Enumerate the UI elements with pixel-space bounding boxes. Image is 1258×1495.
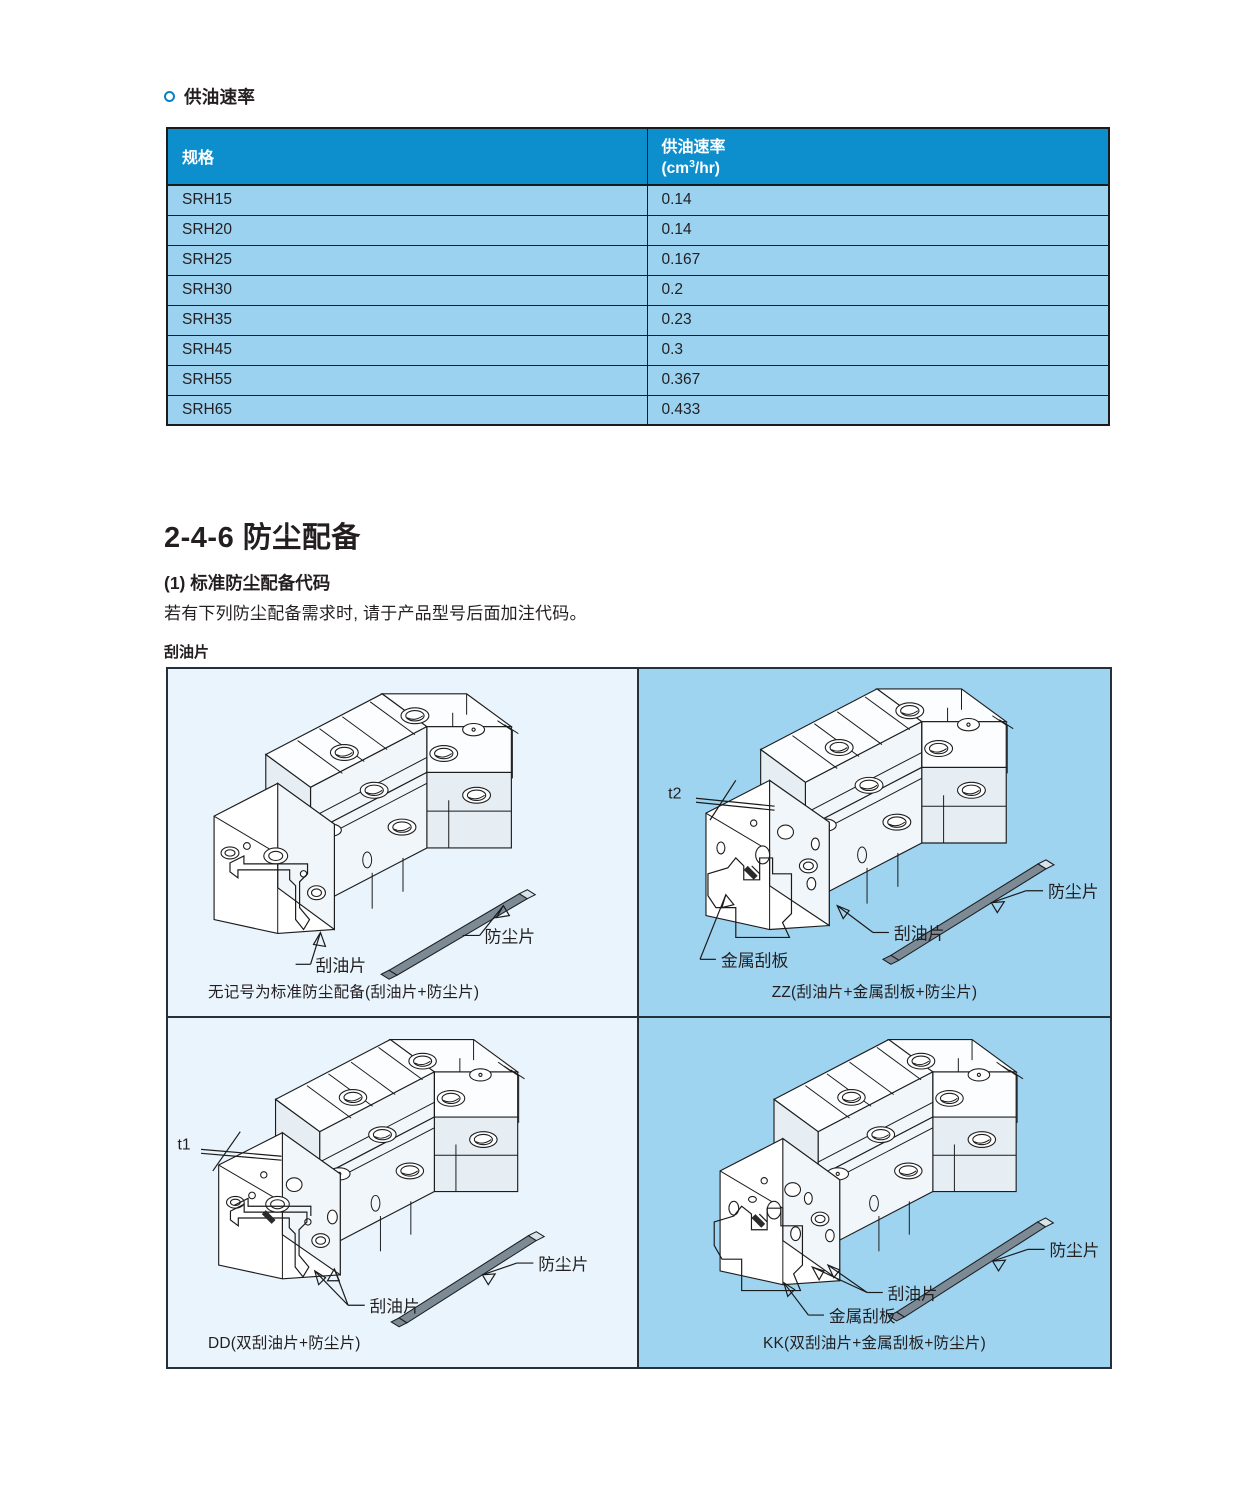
dust-seal-strip	[390, 1231, 546, 1328]
cell-rate: 0.23	[646, 304, 1110, 336]
column-header-rate-label: 供油速率	[661, 139, 726, 157]
figure-drawing-dd: t1 防尘片 刮油片	[168, 1018, 637, 1367]
figure-caption-zz: ZZ(刮油片+金属刮板+防尘片)	[771, 984, 978, 1001]
cell-model: SRH35	[166, 304, 648, 336]
dimension-label-t1: t1	[178, 1136, 191, 1153]
figure-panel-standard: 防尘片 刮油片 无记号为标准防尘配备(刮油片+防尘片)	[168, 669, 639, 1018]
metal-scraper-callout-group: 金属刮板	[782, 1281, 896, 1326]
dust-seal-callout-group: 防尘片	[990, 883, 1099, 914]
section-bullet-title: 供油速率	[184, 87, 256, 107]
oil-scraper-callout-label: 刮油片	[894, 924, 945, 943]
cell-model: SRH30	[166, 274, 648, 306]
linear-guide-block-isometric	[213, 693, 537, 980]
figure-drawing-zz: t2 防尘片	[639, 669, 1110, 1016]
dust-seal-strip-group	[881, 859, 1056, 965]
dust-protection-figure-grid: 防尘片 刮油片 无记号为标准防尘配备(刮油片+防尘片)	[166, 667, 1112, 1369]
end-cap-plate	[213, 782, 335, 935]
subsection-heading: (1) 标准防尘配备代码	[164, 573, 331, 593]
cell-model: SRH25	[166, 244, 648, 276]
table-header-row: 规格 供油速率 (cm3/hr)	[166, 127, 1110, 186]
column-header-model-label: 规格	[182, 149, 215, 167]
metal-scraper-plate	[707, 857, 793, 939]
metal-scraper-plate	[713, 1205, 804, 1292]
cell-rate: 0.14	[646, 184, 1110, 216]
metal-scraper-callout-group: 金属刮板	[699, 893, 789, 970]
oil-scraper-callout-label: 刮油片	[370, 1297, 420, 1316]
cell-model: SRH15	[166, 184, 648, 216]
dust-seal-callout-group: 防尘片	[462, 904, 536, 946]
dust-seal-callout-label: 防尘片	[538, 1255, 588, 1274]
cell-model: SRH45	[166, 334, 648, 366]
column-header-model: 规格	[166, 127, 648, 186]
figure-caption-kk: KK(双刮油片+金属刮板+防尘片)	[762, 1335, 986, 1352]
thickness-dimension-t1: t1	[178, 1131, 282, 1172]
linear-guide-block-isometric	[705, 688, 1014, 939]
dust-seal-callout-group: 防尘片	[991, 1241, 1099, 1273]
figure-drawing-kk: 防尘片 刮油片 金属刮板	[639, 1018, 1110, 1367]
cell-rate: 0.167	[646, 244, 1110, 276]
oil-scraper-callout-group: 刮油片	[811, 1263, 938, 1303]
cell-rate: 0.2	[646, 274, 1110, 306]
cell-rate: 0.14	[646, 214, 1110, 246]
oil-scraper-part	[229, 854, 311, 931]
figure-panel-zz: t2 防尘片	[639, 669, 1110, 1018]
body-paragraph: 若有下列防尘配备需求时, 请于产品型号后面加注代码。	[164, 604, 587, 623]
dust-seal-strip	[887, 1217, 1055, 1322]
oil-scraper-callout-label: 刮油片	[888, 1284, 938, 1303]
section-bullet-heading: 供油速率	[164, 84, 255, 109]
oil-scraper-callout-group: 刮油片	[313, 1267, 420, 1316]
dimension-label-t2: t2	[668, 785, 681, 802]
linear-guide-block-isometric	[218, 1038, 546, 1328]
dust-seal-strip	[380, 889, 537, 980]
cell-model: SRH55	[166, 364, 648, 396]
figure-caption-standard: 无记号为标准防尘配备(刮油片+防尘片)	[208, 984, 480, 1001]
dust-seal-callout-label: 防尘片	[1049, 1241, 1099, 1260]
column-header-rate-unit: (cm3/hr)	[661, 158, 720, 178]
linear-guide-block-isometric	[713, 1038, 1055, 1322]
end-cap-plate	[705, 779, 830, 931]
cell-model: SRH65	[166, 394, 648, 426]
oil-scraper-callout-label: 刮油片	[316, 956, 367, 975]
cell-rate: 0.433	[646, 394, 1110, 426]
oil-scraper-part-rear	[234, 1197, 312, 1224]
figure-panel-kk: 防尘片 刮油片 金属刮板	[639, 1018, 1110, 1367]
metal-scraper-callout-label: 金属刮板	[721, 951, 789, 970]
figure-panel-dd: t1 防尘片 刮油片	[168, 1018, 639, 1367]
thickness-dimension-t2: t2	[668, 780, 775, 821]
oil-scraper-part-front	[229, 1203, 310, 1278]
cell-rate: 0.3	[646, 334, 1110, 366]
end-cap-plate	[719, 1137, 841, 1286]
oil-scraper-callout-group: 刮油片	[836, 904, 945, 943]
cell-model: SRH20	[166, 214, 648, 246]
figure-drawing-standard: 防尘片 刮油片	[168, 669, 637, 1016]
figure-caption-dd: DD(双刮油片+防尘片)	[208, 1335, 361, 1352]
cell-rate: 0.367	[646, 364, 1110, 396]
ring-bullet-icon	[164, 91, 175, 102]
figure-group-label: 刮油片	[164, 644, 210, 661]
metal-scraper-callout-label: 金属刮板	[829, 1307, 896, 1326]
column-header-rate: 供油速率 (cm3/hr)	[646, 127, 1110, 186]
dust-seal-callout-label: 防尘片	[1048, 883, 1099, 902]
dust-seal-callout-label: 防尘片	[485, 927, 536, 946]
oil-scraper-callout-group: 刮油片	[295, 931, 367, 975]
dust-seal-callout-group: 防尘片	[481, 1255, 588, 1286]
page-title: 2-4-6 防尘配备	[164, 522, 361, 554]
